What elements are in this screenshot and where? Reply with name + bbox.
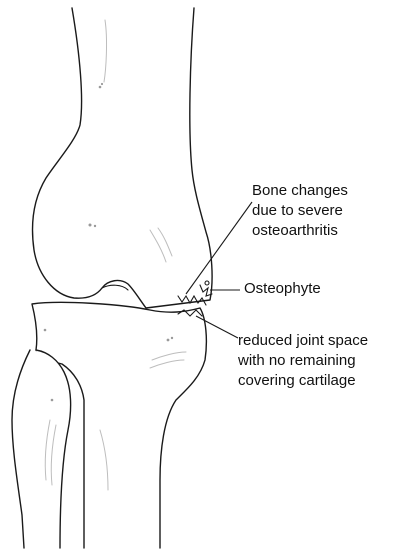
femur-outline xyxy=(33,8,213,308)
osteophyte-label: Osteophyte xyxy=(244,279,321,299)
fibula xyxy=(12,350,71,548)
joint-space-label: reduced joint space with no remaining co… xyxy=(238,331,368,391)
osteophyte-text: Osteophyte xyxy=(244,279,321,299)
joint-space-line-2: with no remaining xyxy=(238,351,368,371)
femur xyxy=(33,8,213,308)
joint-space-line-1: reduced joint space xyxy=(238,331,368,351)
bone-changes-label: Bone changes due to severe osteoarthriti… xyxy=(252,181,348,241)
bone-changes-line-1: Bone changes xyxy=(252,181,348,201)
fibula-outline xyxy=(12,350,71,548)
bone-changes-line-3: osteoarthritis xyxy=(252,221,348,241)
bone-changes-line-2: due to severe xyxy=(252,201,348,221)
joint-space-line-3: covering cartilage xyxy=(238,371,368,391)
